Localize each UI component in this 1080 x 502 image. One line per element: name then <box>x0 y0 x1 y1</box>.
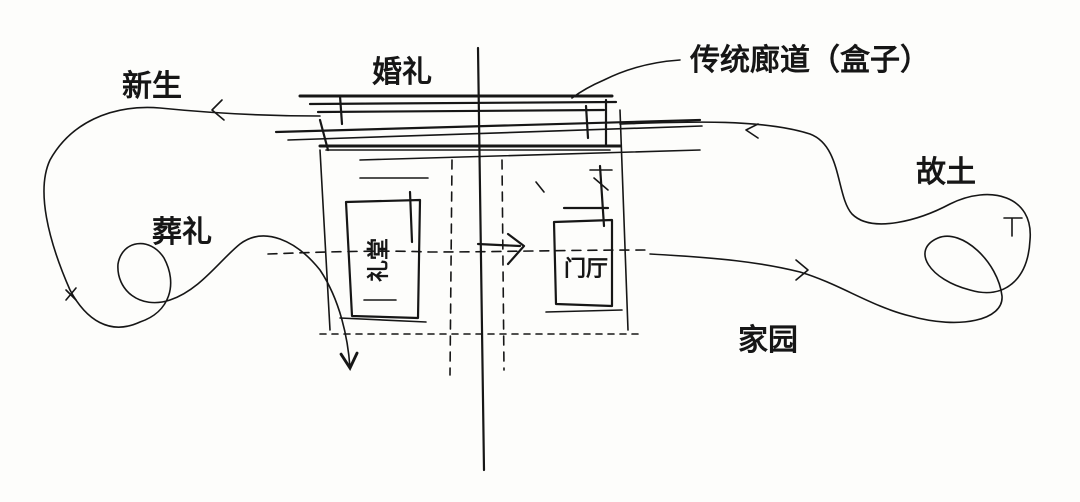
right-path-arrow-icon <box>745 123 759 139</box>
label-wedding: 婚礼 <box>372 55 432 90</box>
cross-axis-line <box>267 249 651 255</box>
label-hall: 门厅 <box>564 256 608 282</box>
life-path-right <box>619 121 1031 324</box>
label-ceremony-room: 礼堂 <box>366 238 392 282</box>
corridor-band <box>274 94 703 161</box>
left-path-tick-icon <box>65 287 77 301</box>
label-corridor-note: 传统廊道（盒子） <box>689 43 930 78</box>
compound-outline <box>319 109 641 376</box>
life-path-left <box>43 106 359 371</box>
left-path-arrow-icon <box>211 99 225 121</box>
center-arrow-icon <box>476 232 526 266</box>
hall-block <box>535 164 623 313</box>
label-returning-home: 故土 <box>916 155 976 190</box>
corridor-note-leader <box>571 59 681 99</box>
label-homeland: 家园 <box>738 323 798 358</box>
right-path-tick-icon <box>1003 217 1023 237</box>
label-birth: 新生 <box>122 69 182 104</box>
central-axis-line <box>476 46 486 472</box>
label-funeral: 葬礼 <box>152 215 212 250</box>
right-path-arrow-icon-2 <box>795 259 809 281</box>
ceremony-room-block <box>339 177 429 323</box>
